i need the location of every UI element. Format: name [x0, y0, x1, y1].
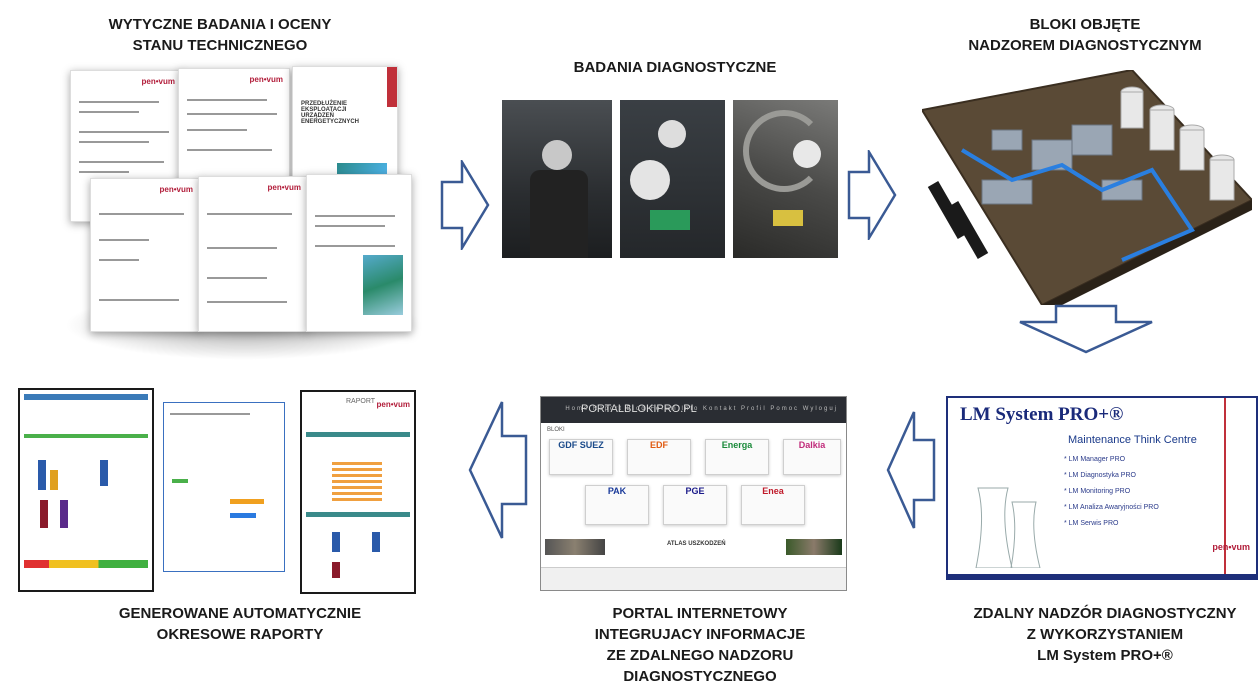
- tile-label: GDF SUEZ: [558, 440, 604, 450]
- caption-remote: ZDALNY NADZÓR DIAGNOSTYCZNY Z WYKORZYSTA…: [960, 603, 1250, 666]
- portal-screenshot: PORTALBLOKIPRO.PL Home Raport Blog Forum…: [540, 396, 847, 591]
- caption-portal: PORTAL INTERNETOWY INTEGRUJACY INFORMACJ…: [570, 603, 830, 687]
- report-screenshot: [163, 402, 285, 572]
- penvum-logo: pen•vum: [159, 185, 193, 194]
- caption-guidelines: WYTYCZNE BADANIA I OCENY STANU TECHNICZN…: [90, 14, 350, 56]
- caption-blocks: BLOKI OBJĘTE NADZOREM DIAGNOSTYCZNYM: [950, 14, 1220, 56]
- caption-reports: GENEROWANE AUTOMATYCZNIE OKRESOWE RAPORT…: [100, 603, 380, 645]
- caption-line: BLOKI OBJĘTE: [1029, 16, 1141, 33]
- portal-tile: Energa: [705, 439, 769, 475]
- lm-system-subtitle: Maintenance Think Centre: [1068, 434, 1197, 446]
- penvum-logo: pen•vum: [141, 77, 175, 86]
- inspection-photo: [502, 100, 612, 258]
- document-cover: [306, 174, 412, 332]
- caption-line: BADANIA DIAGNOSTYCZNE: [573, 59, 777, 76]
- inspection-photo: [620, 100, 725, 258]
- lm-system-screenshot: LM System PRO+® Maintenance Think Centre…: [946, 396, 1258, 580]
- tile-label: Enea: [762, 486, 784, 496]
- document-page: pen•vum: [90, 178, 200, 332]
- caption-line: ZDALNY NADZÓR DIAGNOSTYCZNY: [973, 605, 1237, 622]
- cooling-tower-sketch: [975, 487, 1041, 568]
- caption-line: STANU TECHNICZNEGO: [132, 37, 308, 54]
- portal-section-label: BLOKI: [547, 427, 565, 433]
- portal-tile: Enea: [741, 485, 805, 525]
- arrow-down-icon: [1019, 304, 1153, 354]
- arrow-right-icon: [440, 160, 490, 250]
- caption-diagnostics: BADANIA DIAGNOSTYCZNE: [560, 57, 790, 78]
- lm-module-item: * LM Manager PRO: [1064, 456, 1126, 463]
- lm-module-item: * LM Serwis PRO: [1064, 520, 1119, 527]
- tile-label: Dalkia: [798, 440, 826, 450]
- penvum-logo: pen•vum: [267, 183, 301, 192]
- inspection-photo: [733, 100, 838, 258]
- caption-line: Z WYKORZYSTANIEM: [1026, 626, 1184, 643]
- lm-module-item: * LM Diagnostyka PRO: [1064, 472, 1136, 479]
- atlas-label: ATLAS USZKODZEŃ: [667, 541, 726, 547]
- tile-label: PGE: [685, 486, 705, 496]
- caption-line: NADZOREM DIAGNOSTYCZNYM: [968, 37, 1202, 54]
- lm-divider: [1224, 398, 1226, 578]
- lm-system-title: LM System PRO+®: [960, 404, 1124, 425]
- caption-line: PORTAL INTERNETOWY: [612, 605, 788, 622]
- tile-label: Energa: [721, 440, 753, 450]
- portal-tile: PAK: [585, 485, 649, 525]
- tile-label: PAK: [607, 486, 627, 496]
- lm-module-item: * LM Monitoring PRO: [1064, 488, 1131, 495]
- portal-title: PORTALBLOKIPRO.PL: [581, 403, 697, 415]
- portal-tile: Dalkia: [783, 439, 841, 475]
- tile-label: EDF: [650, 440, 668, 450]
- document-page: pen•vum: [198, 176, 308, 332]
- caption-line: WYTYCZNE BADANIA I OCENY: [108, 16, 332, 33]
- arrow-left-icon: [886, 411, 936, 529]
- caption-line: LM System PRO+®: [1037, 647, 1173, 664]
- caption-line: ZE ZDALNEGO NADZORU: [606, 647, 794, 664]
- arrow-left-icon: [468, 401, 528, 539]
- caption-line: DIAGNOSTYCZNEGO: [623, 668, 777, 685]
- caption-line: GENEROWANE AUTOMATYCZNIE: [118, 605, 362, 622]
- report-screenshot: RAPORT pen•vum: [300, 390, 416, 594]
- lm-module-item: * LM Analiza Awaryjności PRO: [1064, 504, 1159, 511]
- documents-stack: pen•vum pen•vum PRZEDŁUŻENIE EKSPLOATACJ…: [60, 60, 430, 360]
- penvum-logo: pen•vum: [249, 75, 283, 84]
- caption-line: INTEGRUJACY INFORMACJE: [594, 626, 806, 643]
- portal-header: PORTALBLOKIPRO.PL Home Raport Blog Forum…: [541, 397, 846, 423]
- portal-tile: GDF SUEZ: [549, 439, 613, 475]
- cover-title: PRZEDŁUŻENIE EKSPLOATACJI URZĄDZEŃ ENERG…: [301, 101, 360, 125]
- penvum-logo: pen•vum: [376, 400, 410, 409]
- caption-line: OKRESOWE RAPORTY: [156, 626, 324, 643]
- portal-tile: EDF: [627, 439, 691, 475]
- raport-label: RAPORT: [346, 398, 376, 405]
- portal-tile: PGE: [663, 485, 727, 525]
- power-plant-board-illustration: [922, 70, 1252, 305]
- arrow-right-icon: [847, 150, 897, 240]
- report-screenshot: [18, 388, 154, 592]
- penvum-logo: pen•vum: [1212, 542, 1250, 552]
- portal-menu: Home Raport Blog Forum Info Kontakt Prof…: [565, 406, 838, 412]
